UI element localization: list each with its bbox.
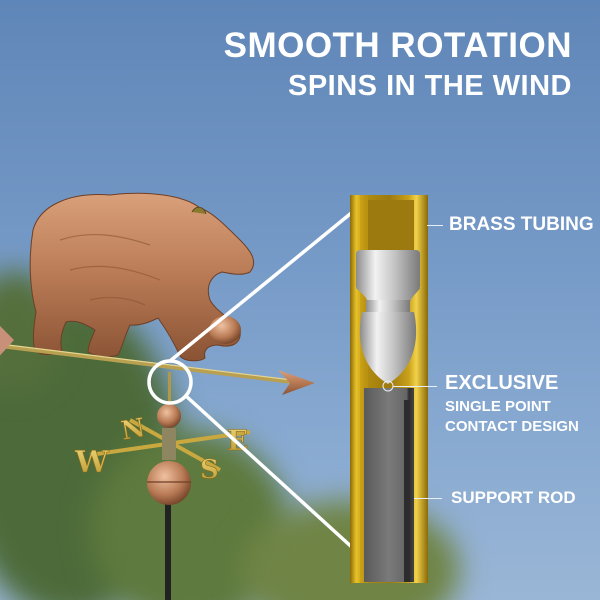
leader-line-brass: [427, 225, 443, 226]
guide-line-top: [168, 208, 357, 363]
bear-figure: [29, 192, 255, 362]
callout-contact-design: CONTACT DESIGN: [445, 418, 579, 435]
callout-single-point: SINGLE POINT: [445, 398, 551, 415]
lower-ball: [147, 461, 191, 505]
leader-line-rod: [414, 498, 442, 499]
leader-line-contact: [393, 386, 437, 387]
upper-ball: [157, 404, 181, 428]
arrow-head: [278, 370, 315, 395]
guide-line-bottom: [184, 394, 357, 552]
svg-text:N: N: [119, 413, 148, 447]
compass-rose: W N E S: [74, 413, 251, 485]
steel-pivot: [356, 250, 420, 290]
headline-title: SMOOTH ROTATION: [223, 26, 572, 65]
headline-subtitle: SPINS IN THE WIND: [287, 70, 572, 102]
pole: [165, 490, 171, 600]
callout-support-rod: SUPPORT ROD: [451, 488, 576, 507]
svg-text:W: W: [74, 445, 110, 480]
svg-text:S: S: [200, 455, 219, 485]
arrow-shaft: [0, 344, 301, 385]
callout-brass-tubing: BRASS TUBING: [449, 214, 594, 235]
callout-exclusive: EXCLUSIVE: [445, 372, 559, 394]
brass-tube-cutaway: [350, 195, 428, 583]
